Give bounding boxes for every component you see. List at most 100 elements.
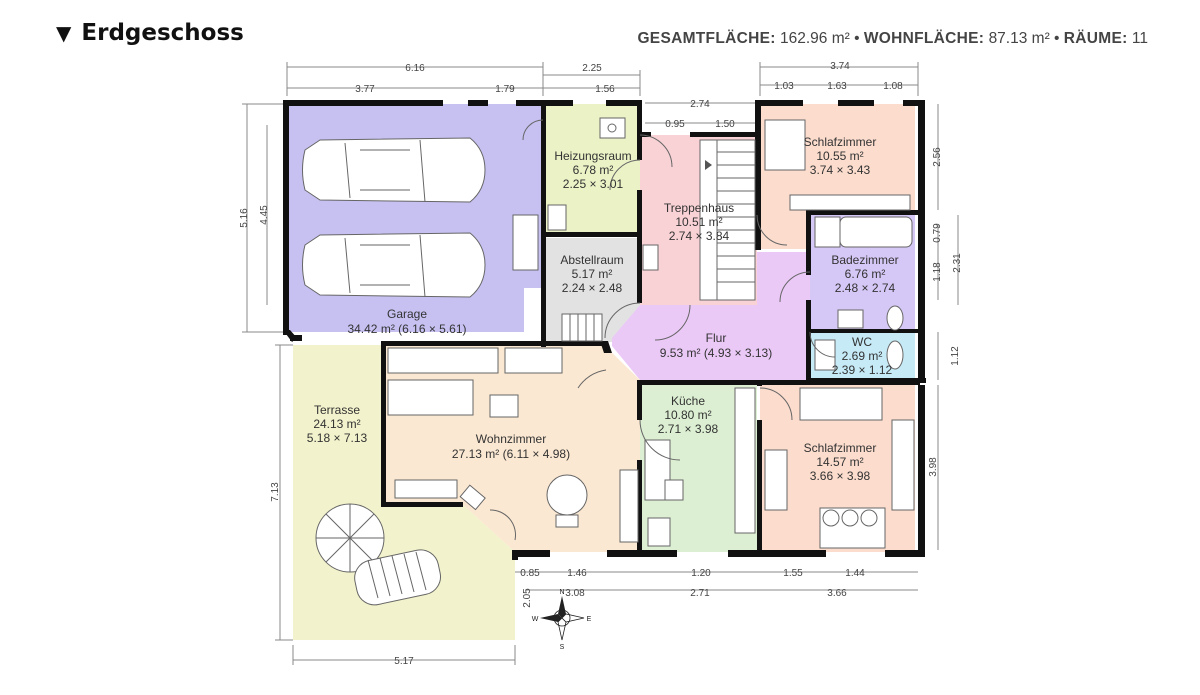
room-area: 10.55 m²	[816, 149, 863, 163]
dimension-label: 1.12	[950, 346, 961, 366]
dimension-labels: 6.16 3.77 1.79 2.25 1.56 2.74 0.95 1.50 …	[239, 61, 963, 667]
room-name: Terrasse	[314, 403, 360, 417]
floor-selector[interactable]: ▼ Erdgeschoss	[56, 20, 244, 46]
room-area: 6.76 m²	[845, 267, 886, 281]
rooms-count-label: RÄUME:	[1063, 30, 1128, 47]
room-flur[interactable]	[612, 252, 810, 380]
shower-icon	[814, 216, 841, 248]
room-area: 6.78 m²	[573, 163, 614, 177]
dimension-label: 2.71	[690, 588, 710, 599]
toilet-icon	[886, 340, 904, 370]
dimension-label: 1.44	[845, 568, 865, 579]
room-name: Badezimmer	[831, 253, 898, 267]
rooms-count-value: 11	[1131, 30, 1148, 47]
dimension-label: 3.08	[565, 588, 585, 599]
total-area-label: GESAMTFLÄCHE:	[637, 30, 776, 47]
room-size: 2.24 × 2.48	[562, 281, 623, 295]
room-name: WC	[852, 335, 872, 349]
room-size: 3.66 × 3.98	[810, 469, 871, 483]
total-area-value: 162.96 m²	[780, 30, 850, 47]
tank-icon	[547, 204, 567, 231]
room-garage[interactable]	[287, 104, 543, 332]
room-name: Schlafzimmer	[804, 441, 877, 455]
living-area-label: WOHNFLÄCHE:	[863, 30, 985, 47]
chair-icon	[664, 479, 684, 501]
compass-e: E	[587, 616, 592, 623]
room-area: 27.13 m² (6.11 × 4.98)	[452, 447, 570, 461]
dimension-label: 1.18	[932, 262, 943, 282]
dimension-label: 3.66	[827, 588, 847, 599]
dimension-label: 4.45	[259, 205, 270, 225]
stats-separator: •	[1054, 30, 1060, 47]
chair-icon	[459, 484, 486, 511]
dimension-label: 6.16	[405, 63, 425, 74]
compass-w: W	[532, 616, 539, 623]
room-size: 2.39 × 1.12	[832, 363, 893, 377]
room-area: 34.42 m² (6.16 × 5.61)	[347, 322, 466, 336]
dimension-label: 7.13	[270, 482, 281, 502]
toilet-icon	[886, 305, 904, 331]
shelf-icon	[512, 214, 539, 271]
dimension-label: 5.17	[394, 656, 414, 667]
wardrobe-icon	[764, 119, 806, 171]
room-area: 5.17 m²	[572, 267, 613, 281]
car-icon	[302, 137, 486, 203]
bathtub-icon	[839, 216, 913, 248]
room-size: 2.74 × 3.84	[669, 229, 730, 243]
floor-stats: GESAMTFLÄCHE: 162.96 m² • WOHNFLÄCHE: 87…	[637, 30, 1148, 48]
boiler-icon	[599, 117, 626, 139]
dimension-label: 1.55	[783, 568, 803, 579]
dimension-label: 1.20	[691, 568, 711, 579]
wardrobe-icon	[891, 419, 915, 511]
dimension-label: 1.79	[495, 84, 515, 95]
dimension-label: 0.95	[665, 119, 685, 130]
dimension-label: 2.25	[582, 63, 602, 74]
dimension-label: 1.46	[567, 568, 587, 579]
dimension-label: 1.03	[774, 81, 794, 92]
chair-icon	[647, 517, 671, 547]
tv-bench-icon	[394, 479, 458, 499]
dimension-label: 2.05	[522, 588, 533, 608]
sideboard-icon	[504, 347, 563, 374]
room-name: Abstellraum	[560, 253, 623, 267]
room-name: Flur	[706, 331, 727, 345]
dimension-label: 0.85	[520, 568, 540, 579]
dimension-label: 5.16	[239, 208, 250, 228]
room-name: Wohnzimmer	[476, 432, 546, 446]
stairs-icon	[561, 313, 603, 342]
room-size: 2.25 × 3.01	[563, 177, 624, 191]
compass-n: N	[559, 589, 564, 596]
dimension-label: 3.74	[830, 61, 850, 72]
room-area: 10.51 m²	[675, 215, 722, 229]
kitchen-counter-icon	[734, 387, 756, 534]
living-area-value: 87.13 m²	[988, 30, 1050, 47]
sink-icon	[837, 309, 864, 329]
room-area: 24.13 m²	[313, 417, 360, 431]
dimension-label: 1.50	[715, 119, 735, 130]
patio-table-icon	[354, 549, 441, 606]
dimension-label: 1.56	[595, 84, 615, 95]
compass-rose-icon: N E S W	[532, 589, 592, 651]
sofa-icon	[387, 347, 499, 374]
room-name: Garage	[387, 307, 427, 321]
room-area: 2.69 m²	[842, 349, 883, 363]
dimension-label: 2.31	[952, 253, 963, 273]
triangle-down-icon[interactable]: ▼	[56, 21, 72, 45]
room-area: 14.57 m²	[816, 455, 863, 469]
dimension-label: 2.74	[690, 99, 710, 110]
dimension-label: 0.79	[932, 223, 943, 243]
room-area: 10.80 m²	[664, 408, 711, 422]
dimension-label: 3.98	[928, 457, 939, 477]
room-size: 5.18 × 7.13	[307, 431, 368, 445]
stairs-icon	[699, 139, 756, 301]
dimension-label: 1.63	[827, 81, 847, 92]
room-size: 3.74 × 3.43	[810, 163, 871, 177]
umbrella-icon	[315, 503, 385, 573]
floor-title: Erdgeschoss	[81, 20, 244, 46]
room-name: Heizungsraum	[554, 149, 631, 163]
compass-s: S	[560, 644, 565, 651]
room-size: 2.48 × 2.74	[835, 281, 896, 295]
bed-icon	[789, 194, 911, 211]
doors	[489, 119, 836, 541]
